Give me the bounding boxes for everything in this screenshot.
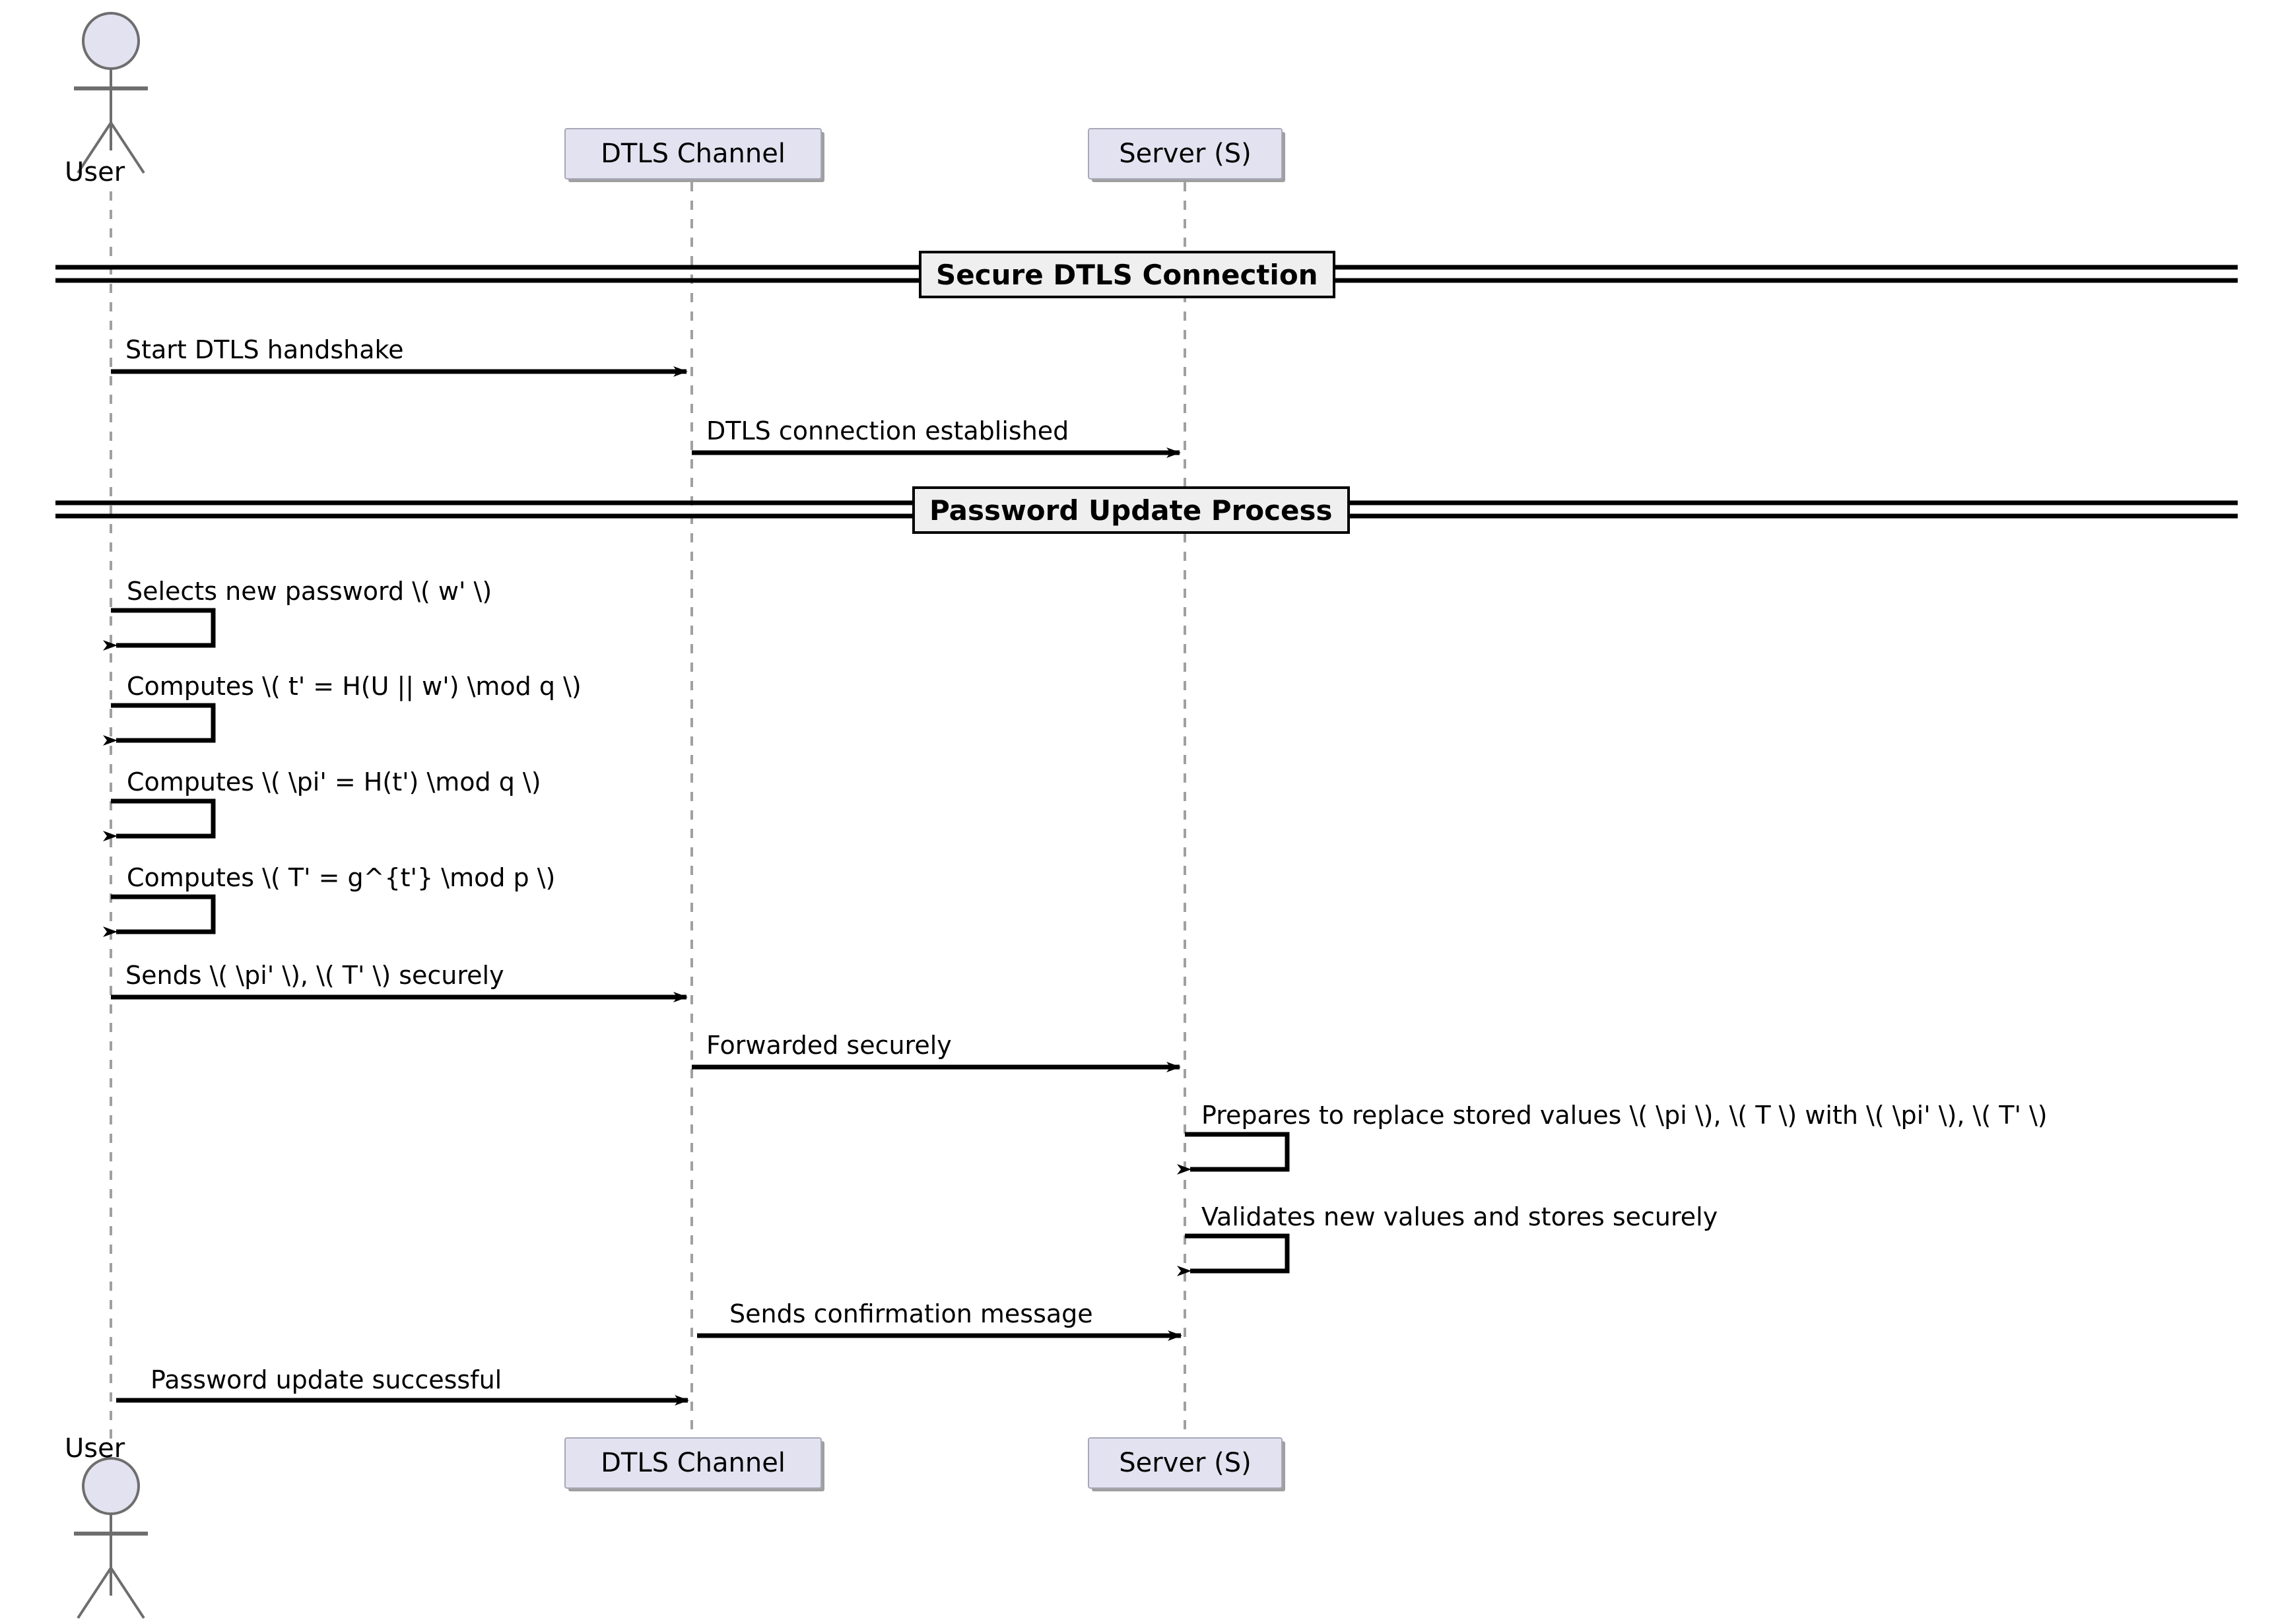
message-label-sends-confirmation-message: Sends confirmation message [729, 1299, 1093, 1328]
self-loop-computes-pi [103, 798, 216, 841]
participant-label-dtls-channel-top: DTLS Channel [601, 139, 786, 169]
message-label-validates-new-values: Validates new values and stores securely [1201, 1202, 1718, 1231]
participant-box-dtls-channel-top[interactable]: DTLS Channel [564, 128, 822, 179]
self-loop-computes-t [103, 703, 216, 746]
self-loop-selects-new-password [103, 608, 216, 651]
message-label-start-dtls-handshake: Start DTLS handshake [125, 335, 404, 364]
actor-label-user-bottom: User [65, 1433, 125, 1464]
participant-box-server-top[interactable]: Server (S) [1088, 128, 1283, 179]
message-label-prepares-to-replace: Prepares to replace stored values \( \pi… [1201, 1101, 2048, 1130]
message-label-dtls-connection-established: DTLS connection established [706, 416, 1069, 445]
message-label-computes-T: Computes \( T' = g^{t'} \mod p \) [127, 863, 556, 892]
participant-box-server-bottom[interactable]: Server (S) [1088, 1437, 1283, 1489]
actor-user-top-glyph [74, 12, 148, 174]
message-label-computes-t: Computes \( t' = H(U || w') \mod q \) [127, 672, 582, 701]
divider-password-update-process: Password Update Process [912, 486, 1350, 534]
self-loop-prepares-to-replace [1177, 1132, 1290, 1175]
participant-label-server-bottom: Server (S) [1119, 1448, 1252, 1478]
message-label-forwarded-securely: Forwarded securely [706, 1031, 952, 1060]
participant-label-dtls-channel-bottom: DTLS Channel [601, 1448, 786, 1478]
message-label-sends-pi-t-securely: Sends \( \pi' \), \( T' \) securely [125, 961, 504, 990]
divider-label-password-update-process: Password Update Process [929, 494, 1333, 527]
self-loop-computes-T [103, 894, 216, 937]
self-loop-validates-new-values [1177, 1233, 1290, 1276]
message-label-computes-pi: Computes \( \pi' = H(t') \mod q \) [127, 767, 541, 796]
actor-label-user-top: User [65, 157, 125, 187]
divider-label-secure-dtls-connection: Secure DTLS Connection [936, 258, 1318, 291]
participant-label-server-top: Server (S) [1119, 139, 1252, 169]
participant-box-dtls-channel-bottom[interactable]: DTLS Channel [564, 1437, 822, 1489]
message-label-password-update-successful: Password update successful [151, 1365, 502, 1394]
message-label-selects-new-password: Selects new password \( w' \) [127, 577, 492, 606]
divider-secure-dtls-connection: Secure DTLS Connection [919, 251, 1335, 298]
actor-user-bottom-glyph [74, 1457, 148, 1619]
